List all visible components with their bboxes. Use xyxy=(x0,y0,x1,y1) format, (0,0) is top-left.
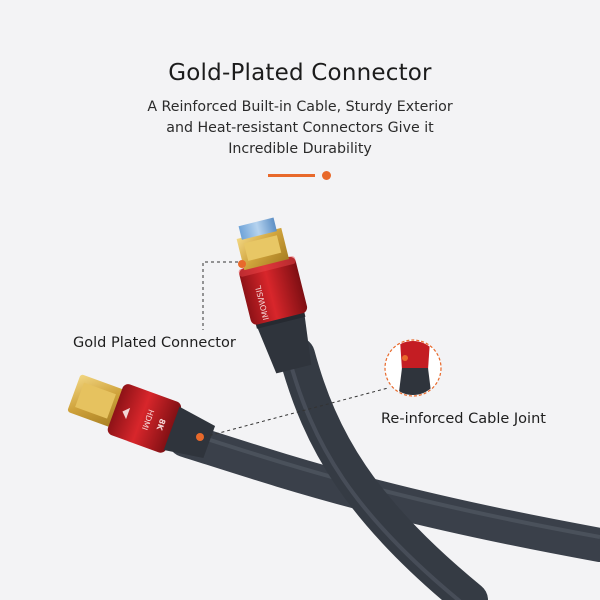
subtitle: A Reinforced Built-in Cable, Sturdy Exte… xyxy=(90,97,510,160)
callout-label-cable-joint: Re-inforced Cable Joint xyxy=(381,411,546,427)
lower-strain-relief xyxy=(163,406,216,458)
callout-line-right xyxy=(203,387,389,438)
upper-strain-relief xyxy=(255,310,312,374)
upper-blue-tip xyxy=(238,217,277,240)
joint-magnifier xyxy=(384,339,442,397)
callout-dot-right xyxy=(196,433,204,441)
subtitle-line-3: Incredible Durability xyxy=(228,141,372,157)
divider-bar xyxy=(268,174,315,177)
divider-dot xyxy=(322,171,331,180)
page-title: Gold-Plated Connector xyxy=(168,60,432,86)
callout-line-left xyxy=(202,261,238,330)
subtitle-line-1: A Reinforced Built-in Cable, Sturdy Exte… xyxy=(147,99,453,115)
lower-connector: HDMI 8K xyxy=(67,374,216,458)
accent-divider xyxy=(268,171,338,181)
callout-label-gold-connector: Gold Plated Connector xyxy=(73,335,236,351)
upper-cable xyxy=(279,337,488,600)
upper-red-housing xyxy=(239,256,308,325)
subtitle-line-2: and Heat-resistant Connectors Give it xyxy=(166,120,434,136)
callout-dot-left xyxy=(238,260,246,268)
arrow-mark xyxy=(122,407,131,420)
upper-connector: IMOWSIL xyxy=(236,217,312,374)
rating-mark: 8K xyxy=(154,417,167,432)
lower-red-housing xyxy=(107,384,182,453)
